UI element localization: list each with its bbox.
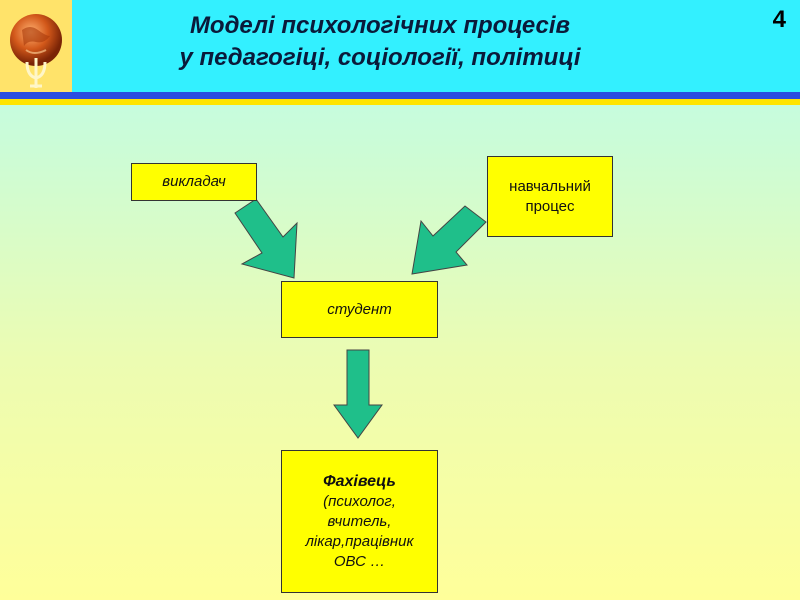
title-line-1: Моделі психологічних процесів xyxy=(189,12,571,39)
process-label-line-2: процес xyxy=(525,197,575,215)
header-divider-yellow xyxy=(0,99,800,105)
teacher-label: викладач xyxy=(162,173,226,190)
specialist-line-1: (психолог, xyxy=(323,492,396,510)
slide-title: Моделі психологічних процесів у педагогі… xyxy=(100,10,660,74)
slide-header: Моделі психологічних процесів у педагогі… xyxy=(0,0,800,92)
arrow-teacher-to-student xyxy=(234,198,298,279)
globe-psi-logo-icon xyxy=(10,14,62,88)
learning-process-box: навчальний процес xyxy=(487,156,613,237)
specialist-line-3: лікар,працівник xyxy=(305,532,414,550)
logo xyxy=(0,0,72,92)
teacher-box: викладач xyxy=(131,163,257,201)
specialist-box: Фахівець (психолог, вчитель, лікар,праці… xyxy=(281,450,438,593)
title-line-2: у педагогіці, соціології, політиці xyxy=(179,44,581,71)
specialist-line-4: ОВС … xyxy=(333,552,386,570)
specialist-title: Фахівець xyxy=(323,472,396,490)
student-label: студент xyxy=(327,300,392,318)
header-divider-blue xyxy=(0,92,800,99)
slide-number: 4 xyxy=(772,6,786,33)
arrow-process-to-student xyxy=(411,205,487,275)
process-label-line-1: навчальний xyxy=(509,177,591,195)
student-box: студент xyxy=(281,281,438,338)
arrow-student-to-specialist xyxy=(333,349,383,439)
specialist-line-2: вчитель, xyxy=(327,512,392,530)
